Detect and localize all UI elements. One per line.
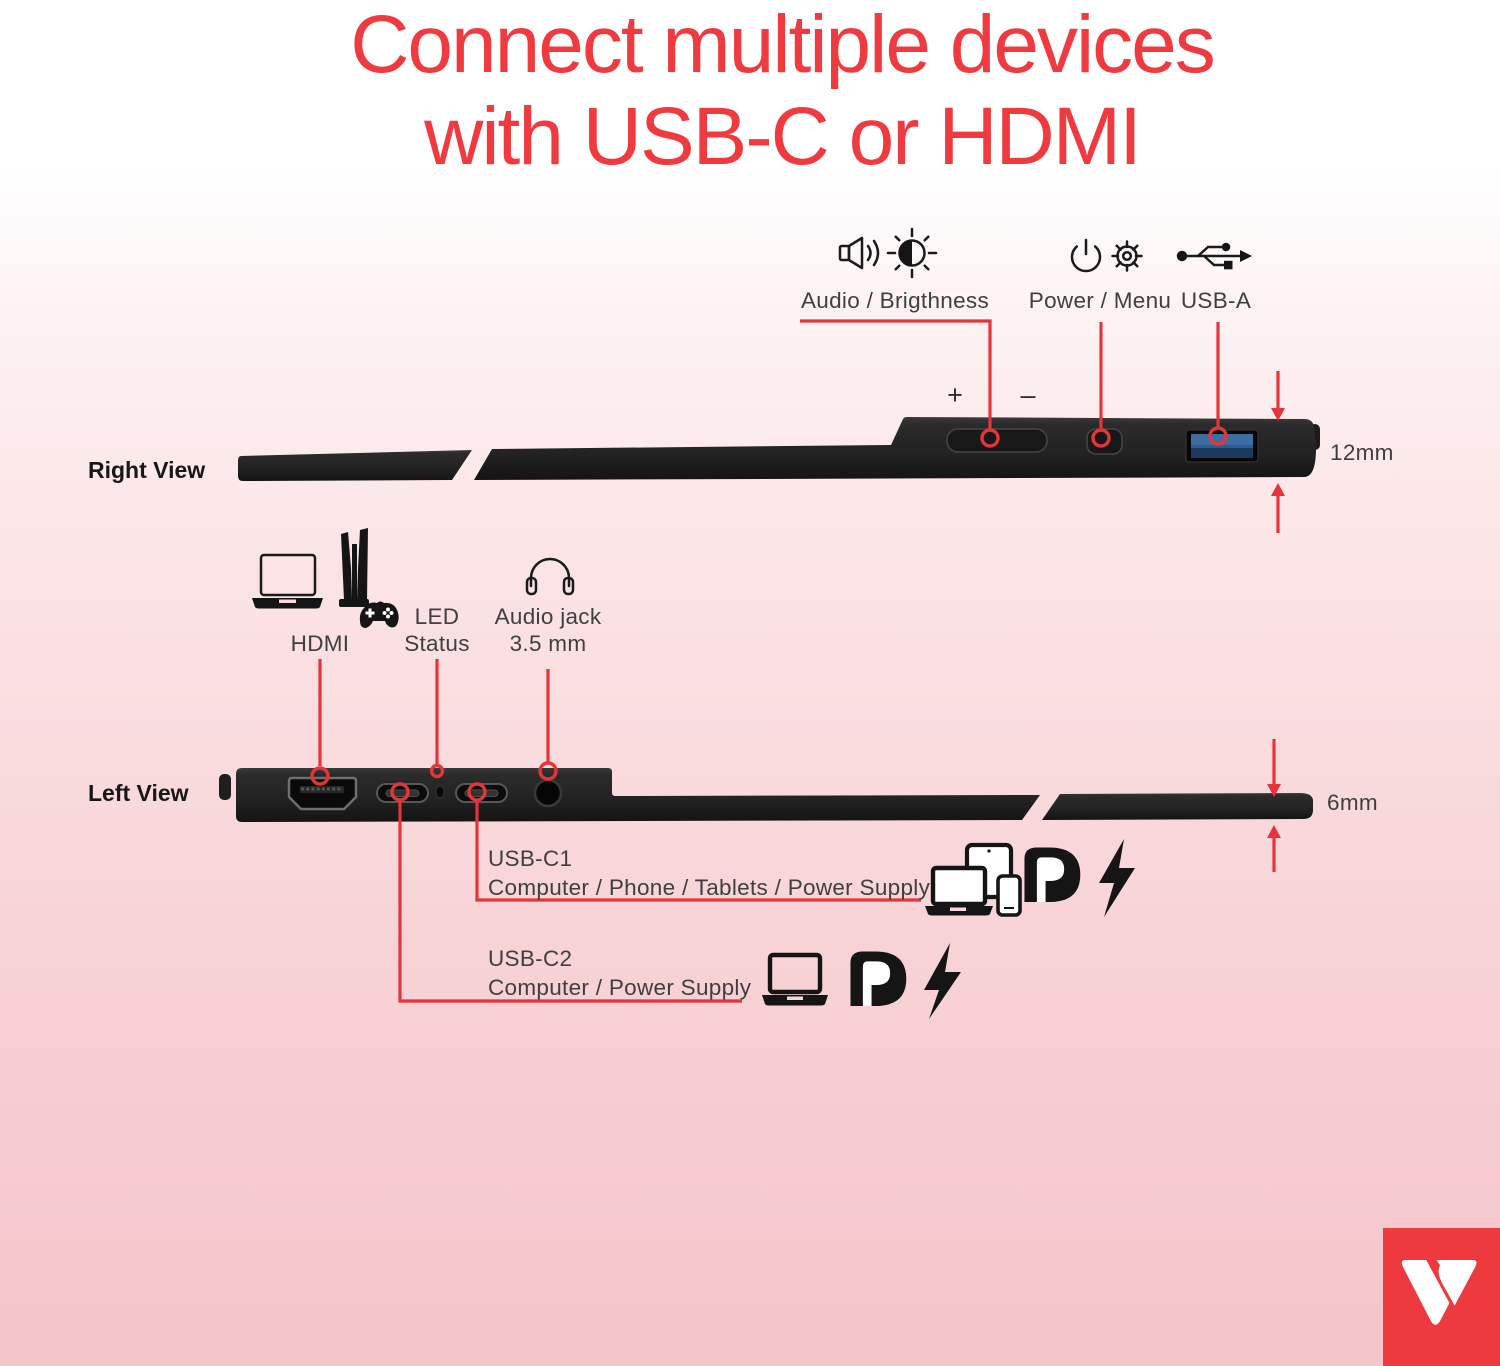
speaker-icon — [838, 236, 880, 270]
game-console-icon — [339, 528, 369, 607]
headphones-icon — [525, 557, 575, 596]
page-title-line1: Connect multiple devices — [350, 0, 1216, 90]
gear-icon — [1111, 240, 1143, 272]
callout-ring-hdmi — [310, 766, 330, 786]
phone-icon — [996, 874, 1022, 917]
callout-ring-usb-c1 — [467, 782, 487, 802]
usb-c2-devices — [762, 952, 828, 1006]
right-thickness-label: 12mm — [1330, 440, 1394, 465]
audio-jack-label-line2: 3.5 mm — [509, 631, 587, 656]
brightness-icon — [886, 227, 938, 279]
usb-c2-callout-line — [398, 801, 742, 1003]
power-icon — [1070, 238, 1102, 273]
usb-c2-desc: Computer / Power Supply — [488, 975, 752, 1000]
page-title-line2: with USB-C or HDMI — [424, 91, 1142, 182]
thickness-arrows-12mm — [1271, 371, 1285, 533]
laptop-icon — [925, 865, 993, 916]
left-thickness-label: 6mm — [1327, 790, 1378, 815]
usb-a-port — [1185, 429, 1259, 463]
left-view-callouts — [310, 659, 1281, 1003]
usb-c1-name: USB-C1 — [488, 846, 573, 871]
status-led — [435, 785, 445, 799]
callout-ring-usb-a — [1208, 426, 1228, 446]
right-view-bar — [238, 417, 1320, 481]
fast-charge-bolt-icon — [1099, 839, 1135, 917]
audio-brightness-label: Audio / Brigthness — [800, 288, 989, 313]
brand-logo — [1383, 1228, 1500, 1366]
callout-ring-rocker — [980, 428, 1000, 448]
audio-jack-label-line1: Audio jack — [494, 604, 602, 629]
callout-ring-power — [1091, 428, 1111, 448]
usb-c1-desc: Computer / Phone / Tablets / Power Suppl… — [488, 875, 931, 900]
left-view-label: Left View — [88, 780, 189, 806]
fast-charge-bolt-icon — [924, 943, 961, 1019]
volume-minus-label: – — [1020, 380, 1036, 410]
led-status-label-line1: LED — [414, 604, 460, 629]
laptop-icon — [252, 553, 323, 609]
usb-c1-callout-line — [475, 801, 921, 902]
left-view-bar — [219, 768, 1313, 822]
volume-plus-label: + — [947, 380, 963, 410]
gamepad-icon — [359, 601, 399, 628]
displayport-icon — [850, 951, 907, 1007]
usb-a-label: USB-A — [1180, 288, 1252, 313]
hdmi-label: HDMI — [290, 631, 350, 656]
thickness-arrows-6mm — [1267, 739, 1281, 872]
right-view-callouts — [800, 319, 1285, 533]
callout-ring-led — [429, 763, 445, 779]
audio-jack-port — [533, 778, 563, 808]
callout-ring-audio-jack — [538, 761, 558, 781]
hdmi-port — [287, 776, 358, 811]
usb-c2-name: USB-C2 — [488, 946, 573, 971]
laptop-icon — [762, 952, 828, 1006]
viewsonic-v-icon — [1401, 1260, 1477, 1325]
right-view-label: Right View — [88, 457, 206, 483]
led-status-label-line2: Status — [404, 631, 470, 656]
power-menu-label: Power / Menu — [1028, 288, 1172, 313]
callout-ring-usb-c2 — [390, 782, 410, 802]
usb-icon — [1176, 242, 1252, 270]
displayport-icon — [1024, 847, 1081, 903]
usb-c1-devices — [925, 842, 1022, 917]
